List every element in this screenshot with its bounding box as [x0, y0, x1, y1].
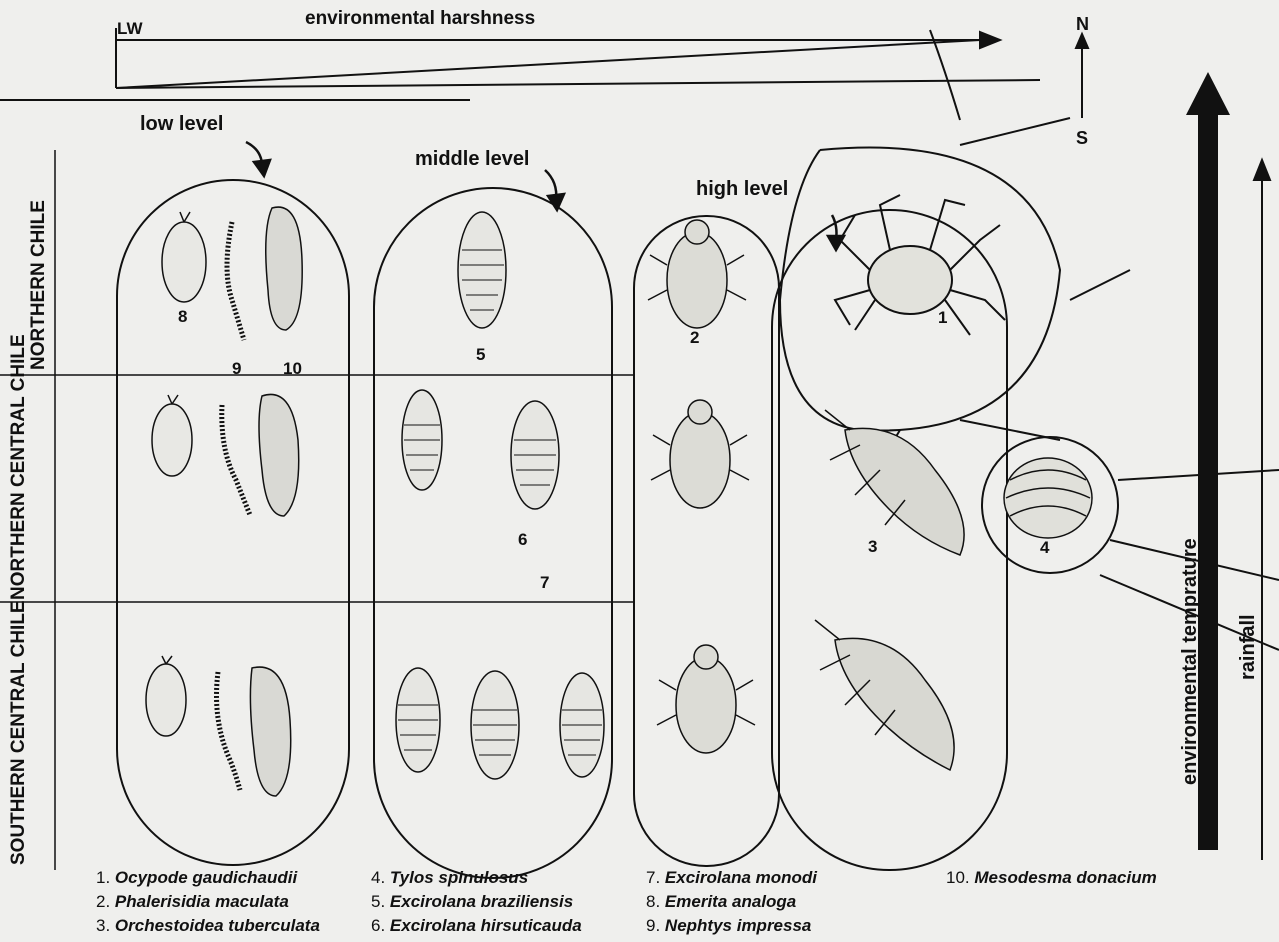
emerita-icon — [146, 212, 206, 736]
specimen-number-3: 3 — [868, 537, 877, 556]
nephtys-icon — [217, 222, 251, 790]
specimen-number-5: 5 — [476, 345, 485, 364]
legend-item: 5. Excirolana braziliensis — [371, 892, 646, 916]
specimen-number-1: 1 — [938, 308, 947, 327]
legend-item: 9. Nephtys impressa — [646, 916, 946, 940]
species-legend: 1. Ocypode gaudichaudii 4. Tylos spinulo… — [96, 868, 1266, 942]
specimen-number-4: 4 — [1040, 538, 1050, 557]
temperature-label: environmental temprature — [1179, 538, 1201, 785]
harshness-label: environmental harshness — [305, 8, 535, 29]
lw-label: LW — [117, 19, 143, 38]
specimen-number-6: 6 — [518, 530, 527, 549]
specimen-number-10: 10 — [283, 359, 302, 378]
legend-item: 7. Excirolana monodi — [646, 868, 946, 892]
region-label-northern: NORTHERN CHILE — [28, 200, 49, 370]
harshness-gradient — [0, 28, 1040, 100]
excirolana-icon — [396, 212, 604, 779]
legend-item: 1. Ocypode gaudichaudii — [96, 868, 371, 892]
legend-item: 3. Orchestoidea tuberculata — [96, 916, 371, 940]
legend-item: 4. Tylos spinulosus — [371, 868, 646, 892]
legend-item: 6. Excirolana hirsuticauda — [371, 916, 646, 940]
specimen-number-9: 9 — [232, 359, 241, 378]
legend-item: 2. Phalerisidia maculata — [96, 892, 371, 916]
excirolana-braziliensis-icon — [458, 212, 506, 328]
mesodesma-icon — [250, 207, 302, 796]
rainfall-arrow — [1254, 160, 1270, 860]
ocypode-icon — [835, 195, 1005, 335]
orchestoidea-icon — [835, 428, 964, 770]
region-dividers — [0, 150, 635, 870]
legend-item: 10. Mesodesma donacium — [946, 868, 1246, 892]
tylos-icon — [1004, 458, 1092, 538]
level-label-high: high level — [696, 178, 788, 200]
specimen-number-8: 8 — [178, 307, 187, 326]
north-label: N — [1076, 14, 1089, 34]
north-south-arrow — [1076, 34, 1088, 118]
phalerisidia-icon — [667, 220, 736, 753]
region-label-southern-central: SOUTHERN CENTRAL CHILE — [8, 600, 29, 865]
south-label: S — [1076, 128, 1088, 148]
region-label-northern-central: NORTHERN CENTRAL CHILE — [8, 334, 29, 600]
level-label-low: low level — [140, 113, 223, 135]
rainfall-label: rainfall — [1237, 614, 1259, 680]
specimen-number-2: 2 — [690, 328, 699, 347]
specimen-number-7: 7 — [540, 573, 549, 592]
legend-item: 8. Emerita analoga — [646, 892, 946, 916]
level-label-middle: middle level — [415, 148, 530, 170]
